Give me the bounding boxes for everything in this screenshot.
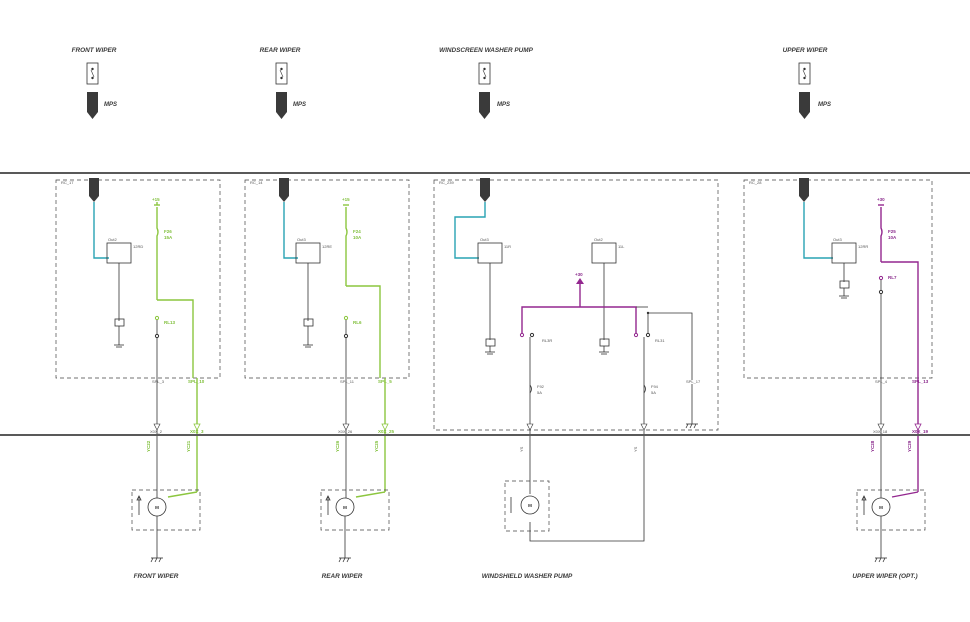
svg-text:RC_239: RC_239 xyxy=(439,180,454,185)
svg-text:X0X_18: X0X_18 xyxy=(873,429,888,434)
svg-text:X0X_2: X0X_2 xyxy=(150,429,163,434)
svg-text:X0X_3: X0X_3 xyxy=(190,429,204,434)
svg-text:Out2: Out2 xyxy=(108,237,117,242)
svg-text:RL31: RL31 xyxy=(655,338,665,343)
svg-text:YC25: YC25 xyxy=(374,440,379,452)
svg-text:YC26: YC26 xyxy=(335,440,340,452)
svg-text:5A: 5A xyxy=(651,390,656,395)
switch-front-wiper: FRONT WIPER MPS xyxy=(72,47,117,119)
module-rear-wiper: RC_14 Out3 12RE +15 F24 10A RL6 SPL_11 S… xyxy=(244,178,410,434)
svg-text:Out3: Out3 xyxy=(833,237,842,242)
motor-washer-pump: YS YS M WINDSHIELD WASHER PUMP xyxy=(482,436,645,580)
svg-text:10A: 10A xyxy=(353,235,362,240)
mps-connector-icon xyxy=(479,92,490,119)
svg-text:F24: F24 xyxy=(353,229,361,234)
svg-text:+30: +30 xyxy=(877,197,885,202)
svg-text:Out3: Out3 xyxy=(297,237,306,242)
mps-connector-icon xyxy=(276,92,287,119)
svg-text:15A: 15A xyxy=(164,235,173,240)
output-driver xyxy=(295,242,321,264)
connector-icon xyxy=(279,178,289,202)
svg-text:+15: +15 xyxy=(152,197,160,202)
mps-label: MPS xyxy=(104,102,117,108)
svg-text:SPL_17: SPL_17 xyxy=(686,379,701,384)
svg-text:YC22: YC22 xyxy=(146,440,151,452)
svg-text:RL6: RL6 xyxy=(353,320,362,325)
svg-text:+15: +15 xyxy=(342,197,350,202)
svg-text:YC28: YC28 xyxy=(870,440,875,452)
svg-text:F26: F26 xyxy=(164,229,172,234)
svg-text:SPL_13: SPL_13 xyxy=(912,379,929,384)
svg-text:RL7: RL7 xyxy=(888,275,897,280)
motor-title-front-wiper: FRONT WIPER xyxy=(134,573,179,580)
switch-windscreen-washer: WINDSCREEN WASHER PUMP MPS xyxy=(439,47,534,119)
output-driver xyxy=(106,242,132,264)
svg-text:YS: YS xyxy=(519,446,524,452)
mps-label: MPS xyxy=(818,102,831,108)
switch-title-upper-wiper: UPPER WIPER xyxy=(783,47,828,54)
motor-upper-wiper: YC28 YC29 M UPPER WIPER (OPT.) xyxy=(852,436,926,580)
svg-text:5A: 5A xyxy=(537,390,542,395)
module-id: RC_17 xyxy=(61,180,74,185)
output-driver xyxy=(831,242,857,264)
svg-text:RL3R: RL3R xyxy=(542,338,552,343)
motor-title-upper-wiper: UPPER WIPER (OPT.) xyxy=(852,573,917,580)
switch-upper-wiper: UPPER WIPER MPS xyxy=(783,47,831,119)
svg-text:SPL_11: SPL_11 xyxy=(340,379,355,384)
svg-text:F94: F94 xyxy=(651,384,659,389)
switch-title-washer: WINDSCREEN WASHER PUMP xyxy=(439,47,533,54)
svg-text:Out2: Out2 xyxy=(594,237,603,242)
svg-text:M: M xyxy=(155,505,159,510)
svg-text:12RD: 12RD xyxy=(133,244,143,249)
motor-front-wiper: YC22 YC21 M FRONT WIPER xyxy=(131,436,201,580)
mps-label: MPS xyxy=(293,102,306,108)
module-washer-pump: RC_239 Out3 11R Out2 11L +30 RL3R RL31 xyxy=(433,178,719,434)
switch-rear-wiper: REAR WIPER MPS xyxy=(260,47,306,119)
svg-text:11L: 11L xyxy=(618,244,625,249)
svg-text:F25: F25 xyxy=(888,229,896,234)
module-front-wiper: RC_17 Out2 12RD +15 F26 15A RL13 SPL_3 S… xyxy=(55,178,221,434)
motor-title-rear-wiper: REAR WIPER xyxy=(322,573,363,580)
svg-text:RC_28: RC_28 xyxy=(749,180,762,185)
svg-text:12RE: 12RE xyxy=(322,244,332,249)
output-driver xyxy=(477,242,503,264)
mps-label: MPS xyxy=(497,102,510,108)
connector-icon xyxy=(89,178,99,202)
svg-text:X0X_19: X0X_19 xyxy=(912,429,929,434)
output-driver xyxy=(591,242,617,264)
svg-text:RL13: RL13 xyxy=(164,320,176,325)
connector-icon xyxy=(799,178,809,202)
svg-text:F92: F92 xyxy=(537,384,545,389)
svg-text:M: M xyxy=(879,505,883,510)
module-upper-wiper: RC_28 Out3 12RR +30 F25 10A RL7 SPL_4 SP… xyxy=(743,178,933,434)
svg-text:Out3: Out3 xyxy=(480,237,489,242)
svg-text:RC_14: RC_14 xyxy=(250,180,263,185)
svg-text:+30: +30 xyxy=(575,272,583,277)
switch-title-front-wiper: FRONT WIPER xyxy=(72,47,117,54)
svg-text:SPL_3: SPL_3 xyxy=(152,379,165,384)
connector-icon xyxy=(480,178,490,202)
mps-connector-icon xyxy=(799,92,810,119)
svg-text:YS: YS xyxy=(633,446,638,452)
svg-text:11R: 11R xyxy=(504,244,511,249)
svg-text:M: M xyxy=(528,503,532,508)
svg-text:YC21: YC21 xyxy=(186,440,191,452)
svg-text:10A: 10A xyxy=(888,235,897,240)
mps-connector-icon xyxy=(87,92,98,119)
svg-text:12RR: 12RR xyxy=(858,244,868,249)
motor-title-washer-pump: WINDSHIELD WASHER PUMP xyxy=(482,573,573,580)
svg-text:M: M xyxy=(343,505,347,510)
motor-icon xyxy=(520,495,540,515)
motor-rear-wiper: YC26 YC25 M REAR WIPER xyxy=(320,436,390,580)
svg-text:X0X_26: X0X_26 xyxy=(338,429,353,434)
svg-text:X0X_25: X0X_25 xyxy=(378,429,395,434)
svg-text:YC29: YC29 xyxy=(907,440,912,452)
switch-title-rear-wiper: REAR WIPER xyxy=(260,47,301,54)
